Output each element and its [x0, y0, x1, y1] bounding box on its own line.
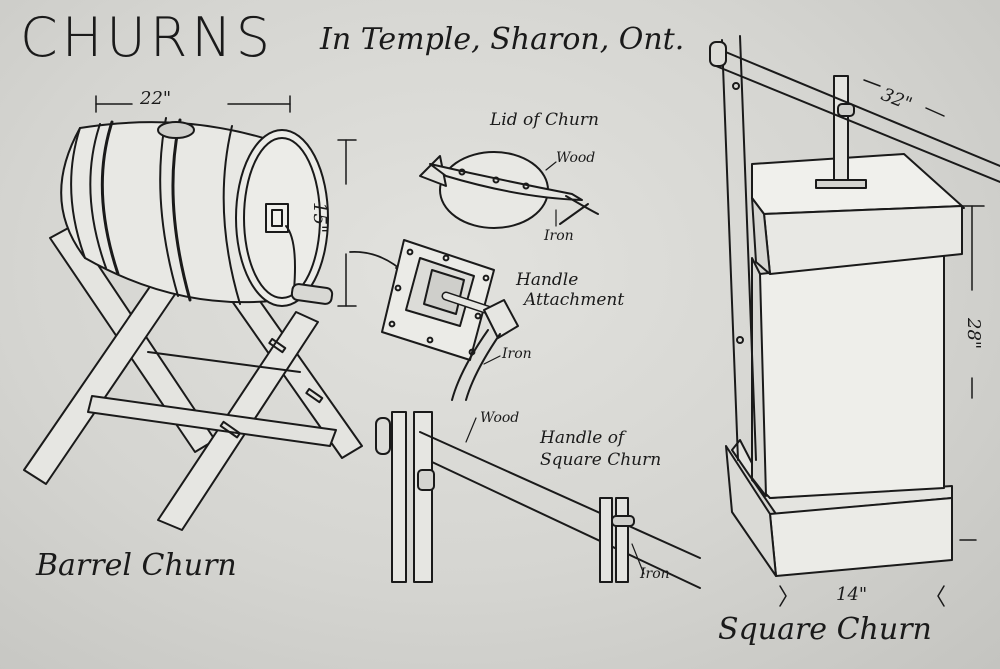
barrel-height-dimension: 15": [309, 202, 330, 234]
barrel-churn-caption: Barrel Churn: [36, 548, 237, 583]
lid-drawing: [420, 152, 598, 228]
square-dimension-lines: [780, 80, 984, 606]
barrel-dimension-lines: [96, 96, 356, 306]
barrel-churn-drawing: [24, 96, 406, 530]
lid-iron-label: Iron: [544, 228, 574, 244]
square-handle-title-line2: Square Churn: [540, 450, 662, 470]
barrel-width-dimension: 22": [140, 88, 172, 109]
lid-wood-label: Wood: [556, 150, 596, 166]
square-handle-iron-label: Iron: [640, 566, 670, 582]
handle-attachment-title-line2: Attachment: [524, 290, 625, 310]
handle-attachment-title-line1: Handle: [516, 270, 579, 290]
square-handle-title-line1: Handle of: [540, 428, 625, 448]
handle-attachment-iron-label: Iron: [502, 346, 532, 362]
square-handle-drawing: [376, 412, 700, 588]
square-handle-wood-label: Wood: [480, 410, 520, 426]
square-churn-caption: Square Churn: [718, 612, 932, 647]
barrel-body: [61, 118, 333, 306]
square-height-dimension: 28": [963, 318, 984, 350]
handle-attachment-drawing: [382, 240, 518, 400]
page-title: CHURNS: [20, 6, 275, 69]
square-width-dimension: 14": [836, 584, 868, 605]
square-churn-drawing: [710, 36, 1000, 606]
lid-title: Lid of Churn: [490, 110, 599, 130]
page-subtitle: In Temple, Sharon, Ont.: [320, 22, 685, 57]
